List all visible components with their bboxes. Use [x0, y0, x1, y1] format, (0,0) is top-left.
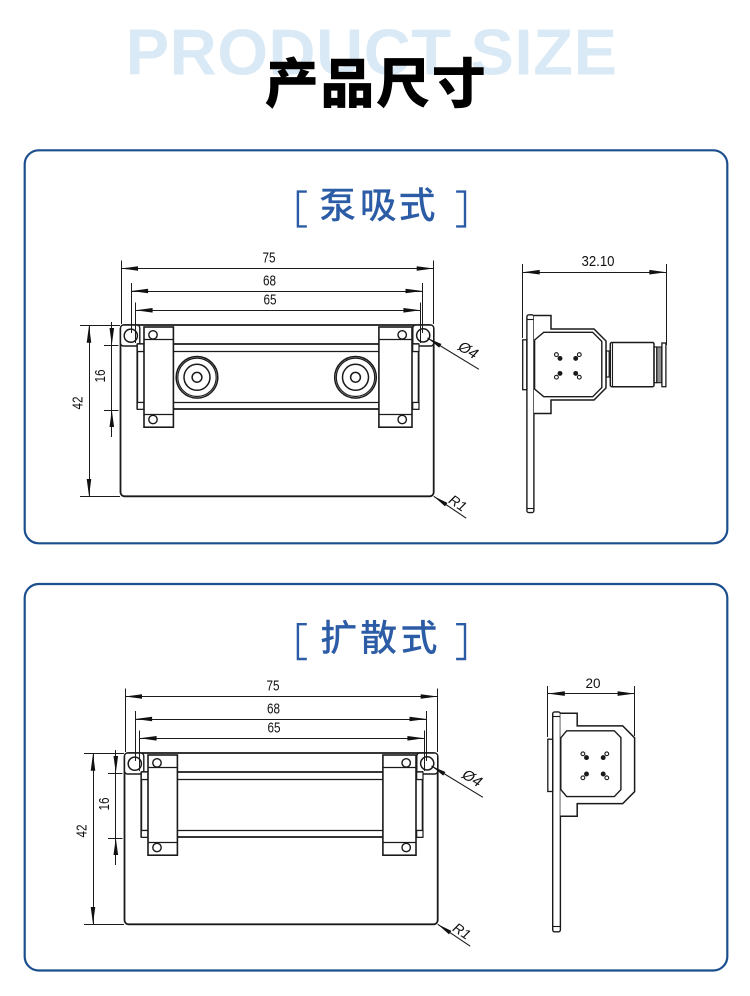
svg-text:32.10: 32.10 — [582, 253, 615, 270]
svg-text:PRODUCT SIZE: PRODUCT SIZE — [126, 16, 617, 89]
svg-text:20: 20 — [586, 675, 601, 691]
